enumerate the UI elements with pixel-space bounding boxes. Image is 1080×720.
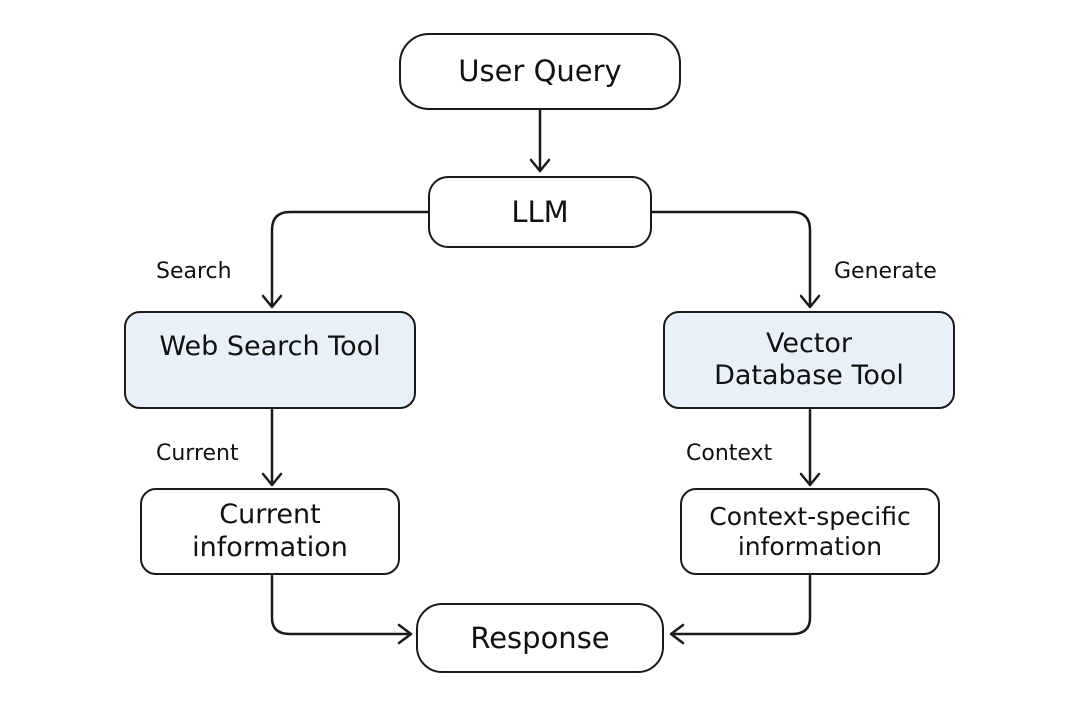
arrowhead-current-info-to-response [397, 623, 413, 645]
edge-label-search: Search [156, 259, 232, 284]
edge-label-current: Current [156, 441, 239, 466]
arrowhead-llm-to-web-search [261, 294, 283, 309]
response-node: Response [416, 603, 664, 673]
user-query-label: User Query [458, 54, 622, 89]
vector-database-tool-label: Vector Database Tool [714, 327, 904, 391]
arrowhead-llm-to-vector-db [799, 294, 821, 309]
context-specific-information-node: Context-specific information [680, 488, 940, 575]
arrowhead-web-search-to-current-info [261, 472, 283, 487]
vector-database-tool-node: Vector Database Tool [663, 311, 955, 409]
response-label: Response [470, 620, 610, 655]
arrowhead-query-to-llm [529, 158, 551, 173]
web-search-tool-node: Web Search Tool [124, 311, 416, 409]
llm-node: LLM [428, 176, 652, 248]
context-specific-information-label: Context-specific information [709, 501, 911, 561]
edge-llm-to-web-search [270, 210, 430, 308]
arrowhead-vector-db-to-context-info [799, 472, 821, 487]
edge-current-info-to-response [270, 574, 412, 636]
edge-label-context: Context [686, 441, 773, 466]
edge-context-info-to-response [670, 574, 812, 636]
user-query-node: User Query [399, 33, 681, 110]
llm-label: LLM [511, 194, 569, 229]
edge-label-generate: Generate [834, 259, 937, 284]
current-information-node: Current information [140, 488, 400, 575]
arrowhead-context-info-to-response [669, 623, 685, 645]
web-search-tool-label: Web Search Tool [159, 331, 381, 362]
edge-llm-to-vector-db [650, 210, 812, 308]
current-information-label: Current information [192, 499, 348, 563]
